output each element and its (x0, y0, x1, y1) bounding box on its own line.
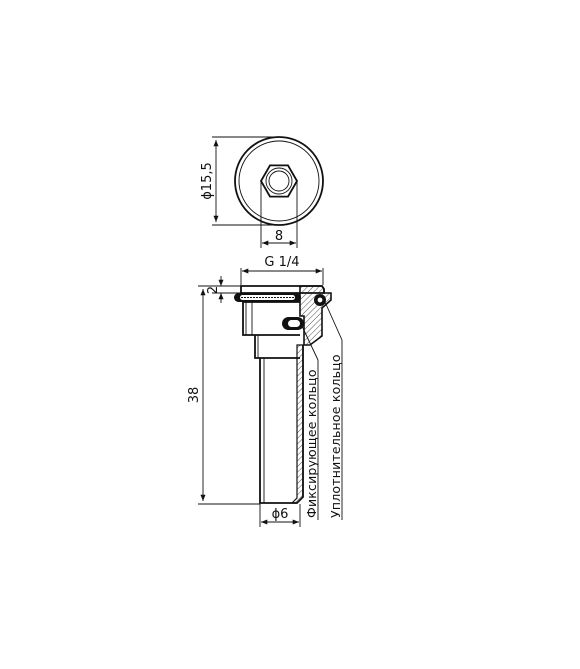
tube-diameter-label: ϕ6 (272, 507, 289, 522)
retaining-ring-callout: Фиксирующее кольцо (304, 369, 319, 518)
diameter-15-5-label: ϕ15,5 (200, 162, 215, 200)
bore-outer (265, 167, 293, 195)
collar-height-label: 2 (206, 286, 221, 294)
outer-circle (234, 136, 324, 226)
length-label: 38 (187, 387, 202, 404)
inner-circle (238, 140, 320, 222)
thread-label: G 1/4 (264, 255, 299, 270)
top-view: ϕ15,5 8 (200, 136, 324, 248)
leader-retaining-ring (300, 323, 319, 361)
body-upper (242, 301, 300, 336)
collar-section-hatch (299, 285, 332, 346)
leader-sealing-ring (324, 301, 343, 341)
hex-width-label: 8 (275, 229, 283, 244)
side-view: G 1/4 2 38 (187, 255, 343, 527)
bore-inner (268, 170, 290, 192)
sealing-ring-callout: Уплотнительное кольцо (328, 354, 343, 518)
tube-wall-hatch (290, 344, 304, 504)
body-step (254, 335, 300, 359)
